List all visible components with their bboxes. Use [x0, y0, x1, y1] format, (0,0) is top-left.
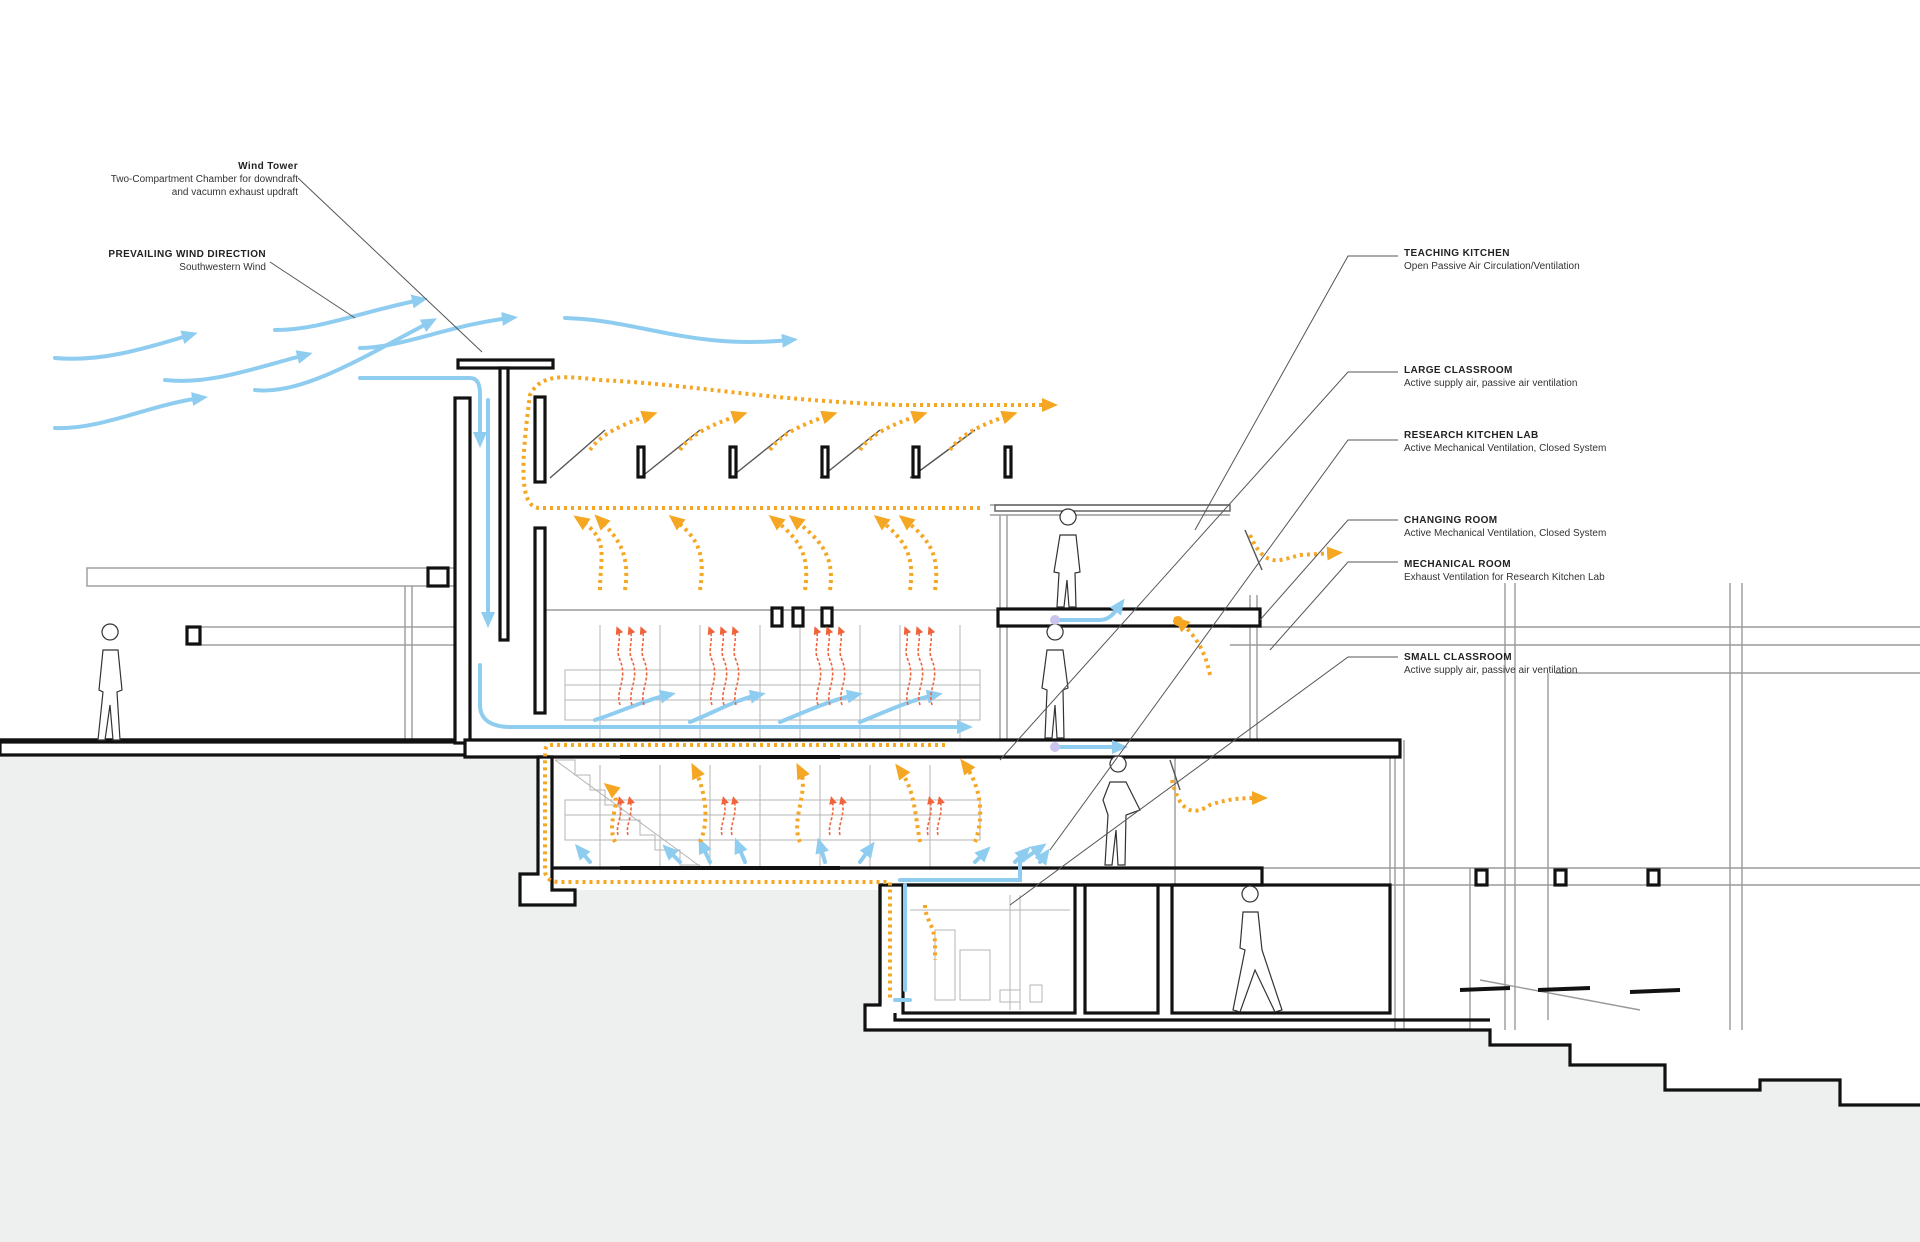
mechanical-room-title: MECHANICAL ROOM — [1404, 559, 1511, 570]
mechanical-room-label: MECHANICAL ROOM Exhaust Ventilation for … — [1404, 558, 1605, 584]
teaching-kitchen-label: TEACHING KITCHEN Open Passive Air Circul… — [1404, 247, 1580, 273]
leader-lines — [269, 177, 1398, 906]
prevailing-wind-label: PREVAILING WIND DIRECTION Southwestern W… — [66, 248, 266, 274]
changing-room-title: CHANGING ROOM — [1404, 515, 1498, 526]
teaching-kitchen-desc: Open Passive Air Circulation/Ventilation — [1404, 261, 1580, 272]
heat-arrows — [615, 626, 945, 836]
mechanical-room-desc: Exhaust Ventilation for Research Kitchen… — [1404, 572, 1605, 583]
stair-treads — [620, 755, 1681, 994]
supply-air-arrows — [53, 294, 1128, 1002]
wind-tower-desc-2: and vacumn exhaust updraft — [171, 187, 298, 198]
ground-mass — [0, 757, 1920, 1242]
large-classroom-label: LARGE CLASSROOM Active supply air, passi… — [1404, 364, 1577, 390]
roof-louvers — [549, 429, 1263, 791]
small-classroom-title: SMALL CLASSROOM — [1404, 652, 1513, 663]
wind-tower-label: Wind Tower Two-Compartment Chamber for d… — [96, 160, 298, 199]
research-kitchen-lab-title: RESEARCH KITCHEN LAB — [1404, 430, 1539, 441]
heavy-structure — [0, 358, 1920, 1107]
small-classroom-label: SMALL CLASSROOM Active supply air, passi… — [1404, 651, 1577, 677]
large-classroom-desc: Active supply air, passive air ventilati… — [1404, 378, 1578, 389]
wind-tower-title: Wind Tower — [238, 161, 298, 172]
changing-room-desc: Active Mechanical Ventilation, Closed Sy… — [1404, 528, 1607, 539]
exhaust-air-arrows — [521, 375, 1343, 1000]
prevailing-wind-title: PREVAILING WIND DIRECTION — [108, 249, 266, 260]
people — [97, 508, 1283, 1013]
research-kitchen-lab-label: RESEARCH KITCHEN LAB Active Mechanical V… — [1404, 429, 1606, 455]
exhaust-dot — [1173, 616, 1183, 626]
changing-room-label: CHANGING ROOM Active Mechanical Ventilat… — [1404, 514, 1606, 540]
small-classroom-desc: Active supply air, passive air ventilati… — [1404, 665, 1578, 676]
wind-tower-desc-1: Two-Compartment Chamber for downdraft — [110, 174, 298, 185]
research-kitchen-lab-desc: Active Mechanical Ventilation, Closed Sy… — [1404, 443, 1607, 454]
large-classroom-title: LARGE CLASSROOM — [1404, 365, 1513, 376]
supply-dots — [1050, 615, 1060, 752]
teaching-kitchen-title: TEACHING KITCHEN — [1404, 248, 1510, 259]
prevailing-wind-desc: Southwestern Wind — [179, 262, 266, 273]
